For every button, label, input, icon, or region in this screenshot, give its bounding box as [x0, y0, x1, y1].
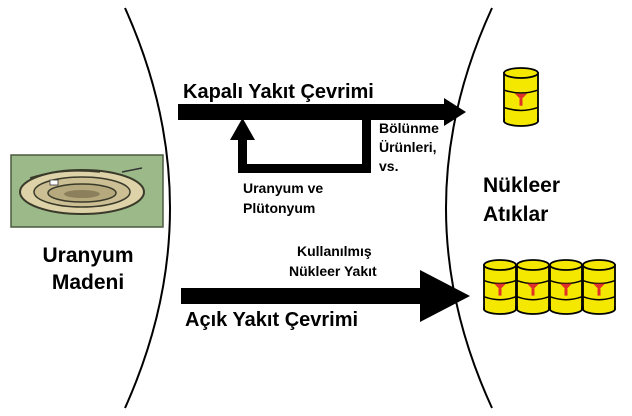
- closed-cycle-arrow: [178, 98, 466, 126]
- recycle-loop-arrow: [230, 116, 371, 173]
- waste-barrel-icon: [582, 259, 616, 315]
- right-boundary-curve: [445, 7, 493, 409]
- mine-label-line1: Uranyum: [42, 244, 133, 267]
- recycle-label-line2: Plütonyum: [243, 200, 315, 216]
- spent-fuel-line2: Nükleer Yakıt: [289, 263, 377, 279]
- waste-label-line1: Nükleer: [483, 174, 560, 197]
- closed-cycle-title: Kapalı Yakıt Çevrimi: [183, 81, 374, 103]
- mine-label-line2: Madeni: [52, 271, 124, 294]
- left-boundary-curve: [124, 7, 171, 409]
- waste-barrel-icon: [549, 259, 583, 315]
- fission-products-line2: Ürünleri,: [379, 139, 437, 155]
- waste-label-line2: Atıklar: [483, 203, 548, 226]
- waste-barrel-icon: [516, 259, 550, 315]
- open-cycle-title: Açık Yakıt Çevrimi: [185, 309, 358, 331]
- waste-barrel-icon: [503, 67, 539, 127]
- recycle-label-line1: Uranyum ve: [243, 180, 323, 196]
- fission-products-line1: Bölünme: [379, 120, 439, 136]
- uranium-mine-icon: [10, 154, 164, 228]
- spent-fuel-line1: Kullanılmış: [297, 243, 372, 259]
- open-cycle-arrow: [181, 270, 470, 322]
- fission-products-line3: vs.: [379, 158, 398, 174]
- waste-barrel-icon: [483, 259, 517, 315]
